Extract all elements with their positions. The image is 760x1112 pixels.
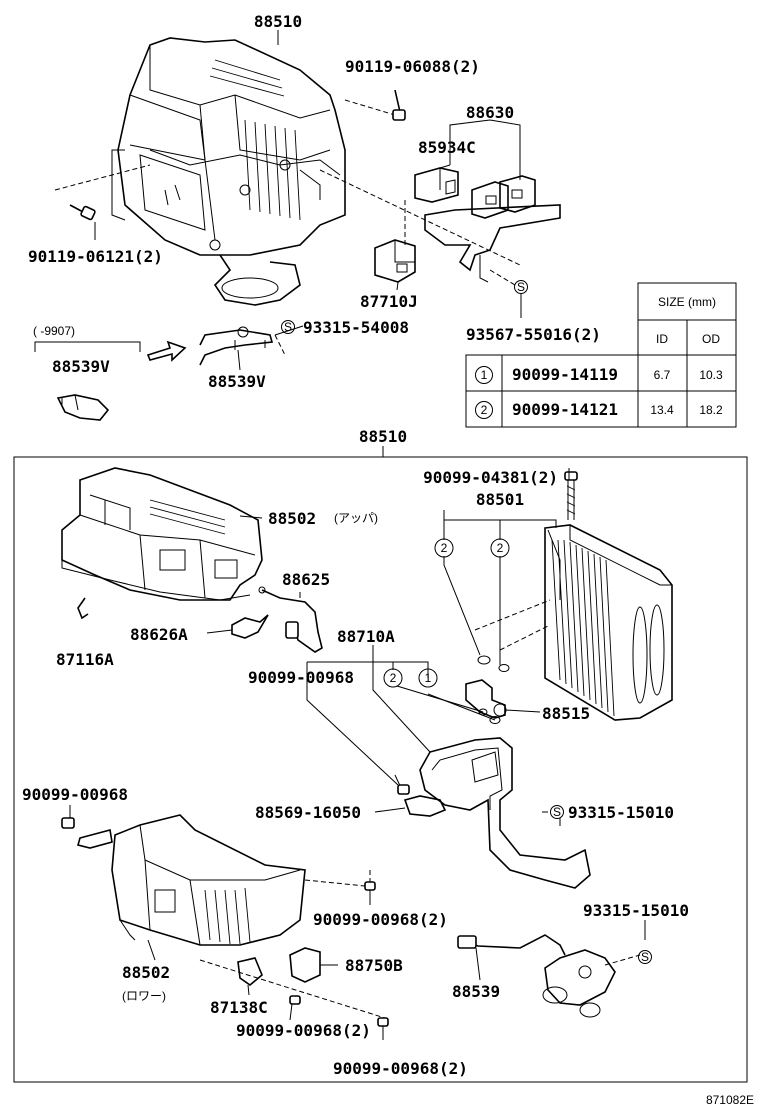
size-header: SIZE (mm): [658, 295, 716, 309]
label-90099-00968-2b: 90099-00968(2): [236, 1021, 371, 1040]
label-88710a: 88710A: [337, 627, 395, 646]
s-marker-93315-15010-a: S: [550, 805, 564, 819]
label-88750b: 88750B: [345, 956, 403, 975]
svg-text:S: S: [284, 320, 292, 334]
bolt-90119-06121-drawing: [69, 204, 96, 221]
clip-87116a-drawing: [77, 597, 89, 620]
size-row-1-id: 6.7: [654, 368, 671, 382]
label-88502-upper-note: (アッパ): [334, 511, 378, 525]
label-90099-04381: 90099-04381(2): [423, 468, 558, 487]
label-93315-15010-a: 93315-15010: [568, 803, 674, 822]
pad-88569-16050-drawing: [403, 795, 447, 817]
svg-text:2: 2: [441, 541, 448, 555]
label-93567-55016: 93567-55016(2): [466, 325, 601, 344]
svg-text:2: 2: [497, 541, 504, 555]
bracket-88630-drawing: [414, 167, 561, 283]
svg-text:S: S: [641, 950, 649, 964]
label-93315-54008: 93315-54008: [303, 318, 409, 337]
expansion-valve-88710a-drawing: [419, 737, 591, 889]
bolt-90119-06088-drawing: [392, 89, 406, 121]
figure-code: 871082E: [706, 1093, 754, 1107]
label-90099-00968-mid: 90099-00968: [248, 668, 354, 687]
leader-top-3: [344, 99, 396, 116]
size-row-1-key: 1: [481, 368, 488, 382]
replacement-arrow: [146, 340, 187, 362]
s-marker-93315-15010-b: S: [638, 950, 652, 964]
label-85934c: 85934C: [418, 138, 476, 157]
label-90119-06121: 90119-06121(2): [28, 247, 163, 266]
size-col-od: OD: [702, 332, 720, 346]
label-88510-main: 88510: [359, 427, 407, 446]
sensor-88539v-drawing: [56, 394, 110, 421]
unit-88510-top-drawing: [111, 37, 346, 306]
size-col-id: ID: [656, 332, 668, 346]
leader-top-1: [54, 164, 151, 191]
bracket-88750b-drawing: [289, 947, 321, 983]
size-table: SIZE (mm) ID OD 1 90099-14119 6.7 10.3 2…: [465, 282, 737, 428]
screw-90099-00968-2b-drawing: [289, 995, 301, 1005]
size-row-1-od: 10.3: [699, 368, 723, 382]
bolt-90099-00968-left-drawing: [61, 817, 113, 849]
label-88515: 88515: [542, 704, 590, 723]
lower-case-88502-drawing: [111, 814, 306, 946]
size-row-2-part: 90099-14121: [512, 400, 618, 419]
relay-87710j-drawing: [374, 239, 416, 283]
label-90099-00968-2c: 90099-00968(2): [333, 1059, 468, 1078]
screw-90099-00968-2a-drawing: [304, 870, 376, 905]
label-87710j: 87710J: [360, 292, 418, 311]
label-87116a: 87116A: [56, 650, 114, 669]
label-88630: 88630: [466, 103, 514, 122]
label-90099-00968-2a: 90099-00968(2): [313, 910, 448, 929]
size-row-2-id: 13.4: [650, 403, 674, 417]
marker-1: 1: [418, 668, 438, 688]
assembly-frame: [13, 456, 748, 1083]
s-marker-93315-54008: S: [281, 320, 295, 334]
label-88626a: 88626A: [130, 625, 188, 644]
marker-2-a: 2: [434, 538, 454, 558]
screw-90099-04381-drawing: [564, 471, 578, 520]
label-date-range: ( -9907): [33, 324, 75, 338]
label-93315-15010-b: 93315-15010: [583, 901, 689, 920]
label-88510-top: 88510: [254, 12, 302, 31]
svg-text:S: S: [517, 280, 525, 294]
upper-case-88502-drawing: [61, 467, 263, 601]
label-88501: 88501: [476, 490, 524, 509]
svg-text:1: 1: [425, 671, 432, 685]
leader-top-2: [319, 169, 521, 266]
size-row-1-part: 90099-14119: [512, 365, 618, 384]
label-88625: 88625: [282, 570, 330, 589]
label-88502-lower: 88502: [122, 963, 170, 982]
label-88539: 88539: [452, 982, 500, 1001]
size-row-2-od: 18.2: [699, 403, 723, 417]
marker-2-c: 2: [383, 668, 403, 688]
label-90099-00968-left: 90099-00968: [22, 785, 128, 804]
leader-top-6: [274, 334, 286, 356]
size-row-2-key: 2: [481, 403, 488, 417]
label-90119-06088: 90119-06088(2): [345, 57, 480, 76]
label-88539v-new: 88539V: [208, 372, 266, 391]
bolt-90099-00968-mid-drawing: [394, 774, 410, 795]
valve-88515-drawing: [465, 679, 507, 719]
svg-text:S: S: [553, 805, 561, 819]
label-88502-upper: 88502: [268, 509, 316, 528]
sensor-88539-drawing: [457, 934, 616, 1018]
label-88569-16050: 88569-16050: [255, 803, 361, 822]
clip-87138c-drawing: [237, 957, 263, 987]
clamp-88626a-drawing: [231, 614, 269, 639]
screw-90099-00968-2c-drawing: [377, 1017, 389, 1040]
label-88502-lower-note: (ロワー): [122, 989, 166, 1003]
marker-2-b: 2: [490, 538, 510, 558]
date-range-bracket: [34, 341, 141, 352]
evaporator-88501-drawing: [544, 524, 673, 721]
thermistor-88625-drawing: [258, 586, 323, 653]
sensor-88539v-new-drawing: [199, 326, 274, 366]
s-marker-93567: S: [514, 280, 528, 294]
label-88539v-old: 88539V: [52, 357, 110, 376]
leader-top-5: [489, 269, 516, 286]
svg-text:2: 2: [390, 671, 397, 685]
label-87138c: 87138C: [210, 998, 268, 1017]
